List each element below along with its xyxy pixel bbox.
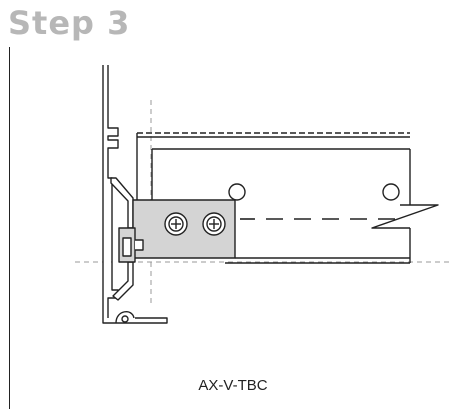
slide-housing	[136, 132, 439, 264]
rail-bottom-hole	[121, 315, 129, 323]
screw-right-icon	[202, 212, 226, 236]
latch-clip	[118, 227, 144, 263]
figure-caption: AX-V-TBC	[198, 377, 268, 394]
rail-outer-contour	[102, 65, 168, 324]
break-symbol	[371, 204, 439, 229]
latch-inner	[122, 237, 132, 257]
step-title: Step 3	[8, 4, 131, 42]
latch-knob	[135, 239, 144, 251]
housing-hole-left	[228, 183, 246, 201]
screw-left-icon	[164, 212, 188, 236]
rail-bottom-hook	[115, 311, 135, 324]
frame-left-border	[9, 47, 10, 409]
housing-holes	[228, 183, 400, 201]
housing-hole-right	[382, 183, 400, 201]
rack-rail-profile	[102, 65, 168, 324]
bracket-screws	[164, 212, 226, 236]
